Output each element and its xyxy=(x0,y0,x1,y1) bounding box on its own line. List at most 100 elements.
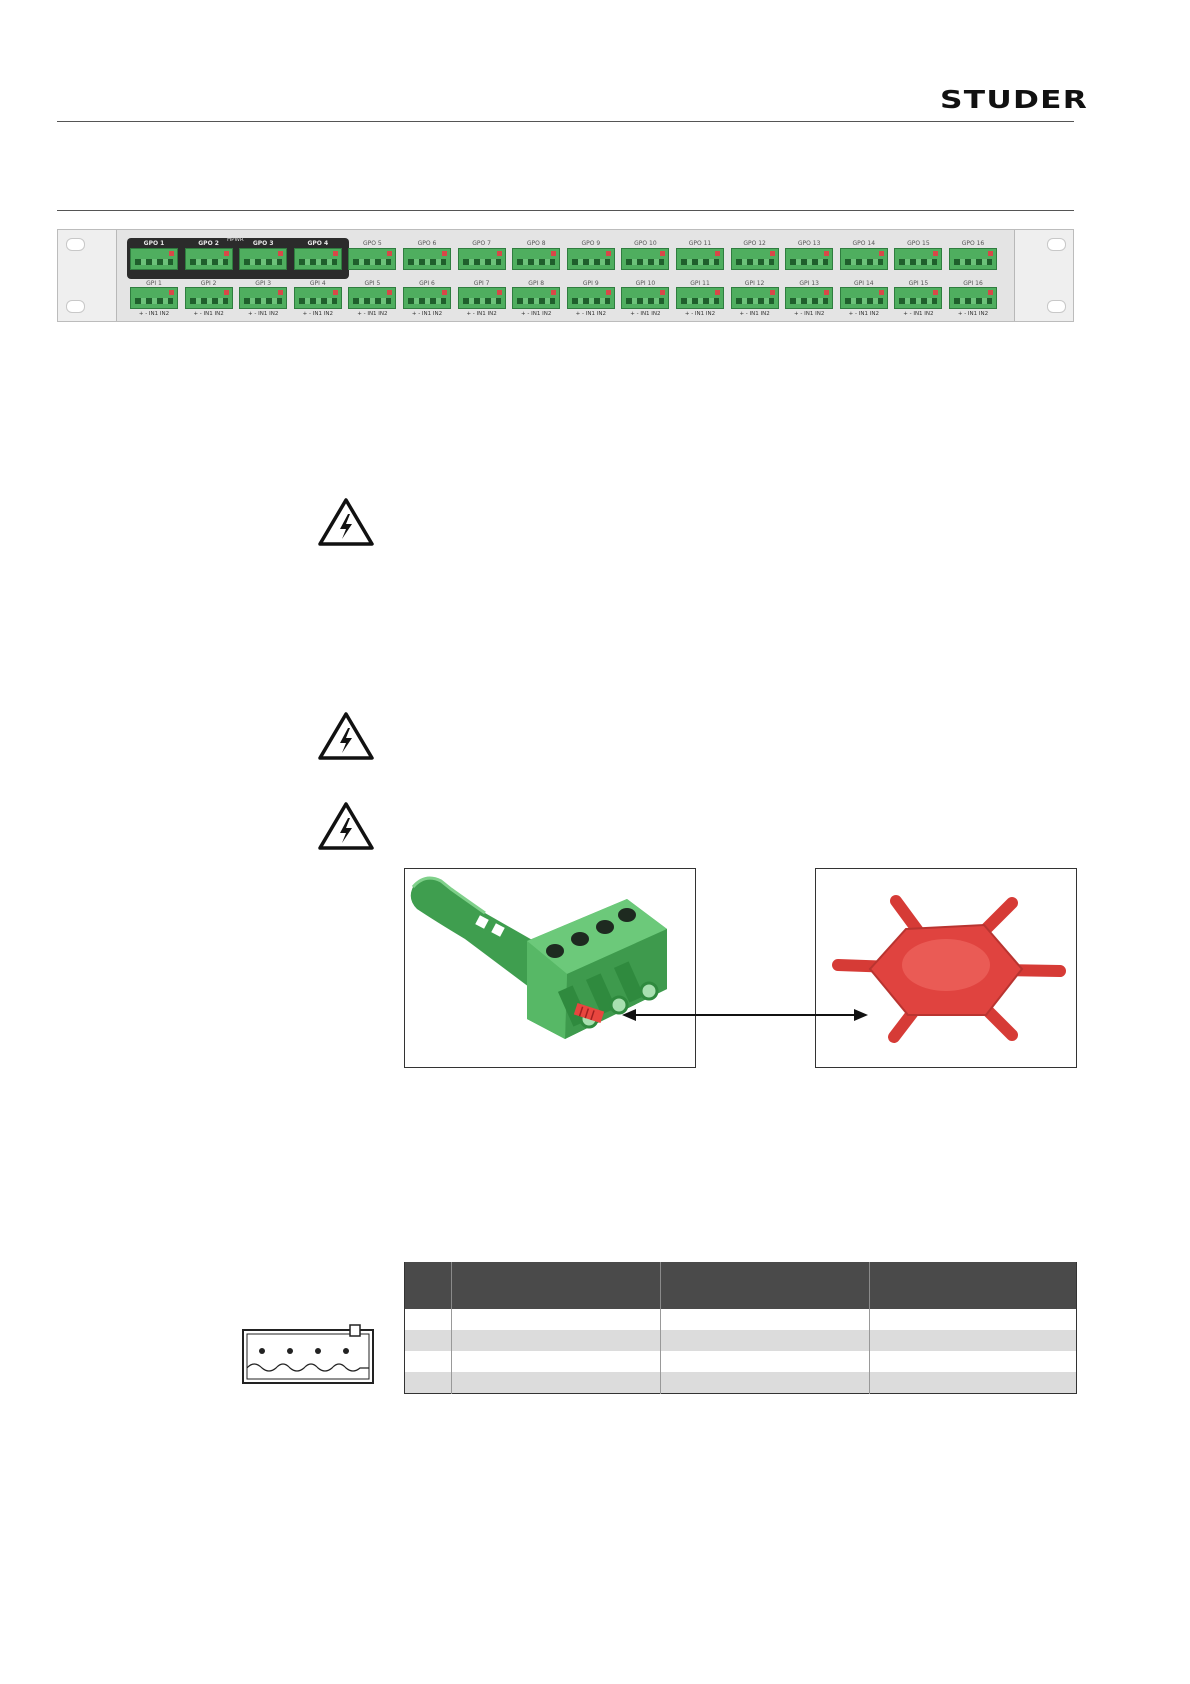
gpi-connector[interactable] xyxy=(676,287,724,309)
gpo-connector[interactable] xyxy=(457,248,506,270)
connector-label: GPO 13 xyxy=(797,240,821,247)
gpi-connector[interactable] xyxy=(403,287,451,309)
connector-label: GPO 1 xyxy=(143,240,165,247)
release-tab xyxy=(660,251,666,256)
gpi-pin-label: + - IN1 IN2 xyxy=(248,311,279,317)
release-tab xyxy=(387,290,393,295)
gpi-connector[interactable] xyxy=(839,287,888,309)
gpo-connector[interactable] xyxy=(730,248,779,270)
gpi-connector[interactable] xyxy=(457,287,506,309)
electric-hazard-warning-icon xyxy=(318,712,374,760)
gpi-pin-label: + - IN1 IN2 xyxy=(739,311,770,317)
connector-label: GPO 10 xyxy=(634,240,657,247)
gpi-connector[interactable] xyxy=(512,287,561,309)
electric-hazard-warning-icon xyxy=(318,498,374,546)
table-cell xyxy=(869,1372,1077,1394)
gpo-connector[interactable] xyxy=(293,248,342,270)
rack-ear-right xyxy=(1014,230,1073,321)
gpi-pin-label: + - IN1 IN2 xyxy=(794,311,825,317)
connector-label: GPO 9 xyxy=(581,240,601,247)
gpo-connector[interactable] xyxy=(839,248,888,270)
electric-hazard-warning-icon xyxy=(318,802,374,850)
connector-label: GPI 12 xyxy=(744,280,765,287)
gpo-connector[interactable] xyxy=(130,248,178,270)
gpi-connector[interactable] xyxy=(130,287,178,309)
release-tab xyxy=(496,251,502,256)
gpi-pin-label: + - IN1 IN2 xyxy=(466,311,497,317)
gpi-connector[interactable] xyxy=(785,287,834,309)
release-tab xyxy=(715,290,720,295)
release-tab xyxy=(442,290,447,295)
connector-label: GPI 6 xyxy=(419,280,435,287)
studer-logo: STUDER xyxy=(940,85,1089,114)
gpo-connector[interactable] xyxy=(621,248,670,270)
gpo-connector[interactable] xyxy=(239,248,288,270)
gpi-connector[interactable] xyxy=(184,287,233,309)
gpo-connector[interactable] xyxy=(184,248,233,270)
connector-label: GPI 3 xyxy=(255,280,272,287)
gpi-pin-label: + - IN1 IN2 xyxy=(411,311,443,317)
connector-label: GPI 5 xyxy=(364,280,381,287)
pin-assignment-table xyxy=(404,1262,1077,1394)
connector-label: GPO 5 xyxy=(363,240,382,247)
release-tab xyxy=(332,290,338,295)
connector-label: GPO 11 xyxy=(688,240,712,247)
gpi-pin-label: + - IN1 IN2 xyxy=(193,311,224,317)
connector-label: GPI 2 xyxy=(200,280,217,287)
gpo-connector[interactable] xyxy=(785,248,834,270)
connector-label: GPI 1 xyxy=(146,280,162,287)
release-tab xyxy=(933,251,939,256)
gpo-connector[interactable] xyxy=(894,248,943,270)
connector-label: GPO 15 xyxy=(907,240,930,247)
connector-label: GPO 2 xyxy=(198,240,219,247)
gpi-pin-label: + - IN1 IN2 xyxy=(630,311,661,317)
connector-label: GPI 13 xyxy=(799,280,819,287)
gpi-pin-label: + - IN1 IN2 xyxy=(302,311,333,317)
gpi-connector[interactable] xyxy=(566,287,615,309)
gpi-connector[interactable] xyxy=(949,287,997,309)
gpo-connector[interactable] xyxy=(566,248,615,270)
rack-ear-left xyxy=(58,230,117,321)
connector-label: GPI 16 xyxy=(963,280,983,287)
release-tab xyxy=(988,290,993,295)
release-tab xyxy=(660,290,666,295)
hpwr-label: HPWR xyxy=(227,237,244,243)
connector-pinout-diagram xyxy=(242,1324,374,1384)
release-tab xyxy=(769,290,775,295)
gpi-connector[interactable] xyxy=(239,287,288,309)
table-cell xyxy=(451,1351,661,1372)
gpi-connector[interactable] xyxy=(293,287,342,309)
gpi-connector[interactable] xyxy=(621,287,670,309)
table-row xyxy=(404,1351,1077,1372)
release-tab xyxy=(715,251,720,256)
gpo-connector[interactable] xyxy=(949,248,997,270)
gpi-connector[interactable] xyxy=(730,287,779,309)
release-tab xyxy=(332,251,338,256)
gpi-pin-label: + - IN1 IN2 xyxy=(684,311,716,317)
gpi-pin-label: + - IN1 IN2 xyxy=(957,311,989,317)
table-header-cell xyxy=(404,1262,452,1309)
red-hex-key-image xyxy=(832,895,1066,1043)
release-tab xyxy=(824,290,830,295)
release-tab xyxy=(605,251,611,256)
gpo-connector[interactable] xyxy=(512,248,561,270)
release-tab xyxy=(551,251,557,256)
table-cell xyxy=(660,1309,870,1330)
connector-label: GPO 14 xyxy=(852,240,876,247)
mounting-hole xyxy=(1047,300,1066,313)
release-tab xyxy=(769,251,775,256)
gpo-connector[interactable] xyxy=(348,248,397,270)
gpo-connector[interactable] xyxy=(676,248,724,270)
gpi-pin-label: + - IN1 IN2 xyxy=(521,311,552,317)
gpo-connector[interactable] xyxy=(403,248,451,270)
connector-plug-photo xyxy=(404,868,696,1068)
release-tab xyxy=(169,251,174,256)
release-tab xyxy=(387,251,393,256)
table-cell xyxy=(404,1309,452,1330)
release-tab xyxy=(278,290,284,295)
gpi-connector[interactable] xyxy=(894,287,943,309)
gpi-connector[interactable] xyxy=(348,287,397,309)
hex-tool-photo xyxy=(815,868,1077,1068)
connector-label: GPI 10 xyxy=(635,280,656,287)
release-tab xyxy=(169,290,174,295)
